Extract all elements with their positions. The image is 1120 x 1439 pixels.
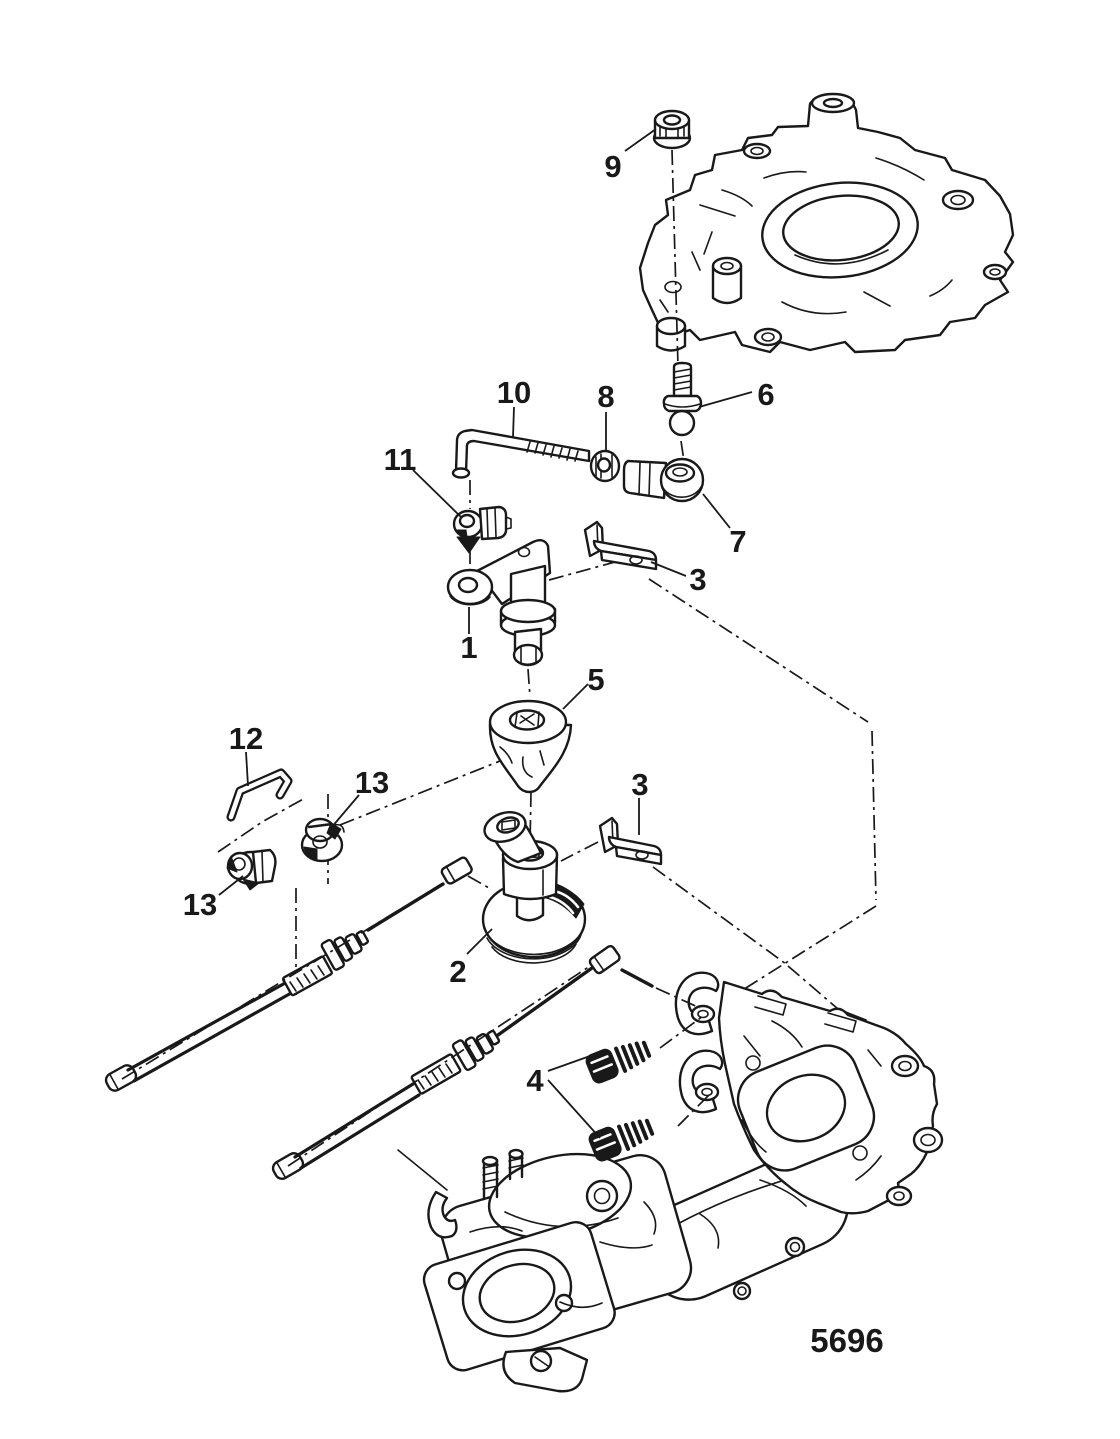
figure-number: 5696 <box>810 1322 883 1359</box>
adapter-plate <box>638 92 1015 354</box>
cable-swivel-11 <box>452 505 512 577</box>
throttle-lever-1 <box>446 539 557 698</box>
callout-8: 8 <box>597 379 614 414</box>
cable-anchor-13-left <box>226 848 277 891</box>
callout-12: 12 <box>229 721 263 756</box>
callout-9: 9 <box>604 149 621 184</box>
wire-link-12 <box>226 768 293 822</box>
callout-2: 2 <box>449 954 466 989</box>
throttle-cable-upper <box>104 856 490 1092</box>
link-rod-10 <box>451 428 591 509</box>
cam-follower-2 <box>481 810 587 964</box>
callout-13-left: 13 <box>183 887 217 922</box>
adjusting-nut-8 <box>589 449 621 483</box>
retainer-clip-3-upper <box>583 520 658 571</box>
callout-7: 7 <box>729 524 746 559</box>
callout-3-lower: 3 <box>631 767 648 802</box>
center-line-9-6 <box>671 149 679 367</box>
ball-joint-7 <box>622 457 705 503</box>
callout-1: 1 <box>460 630 477 665</box>
assembly-center-lines <box>217 558 880 1056</box>
callout-13-right: 13 <box>355 765 389 800</box>
ball-stud-6 <box>662 361 703 462</box>
leader-lines <box>218 128 753 1139</box>
intake-manifold <box>674 971 944 1215</box>
callout-10: 10 <box>497 375 531 410</box>
callout-3-upper: 3 <box>689 562 706 597</box>
retainer-clip-3-lower <box>598 816 663 866</box>
throttle-cam-5 <box>488 699 573 847</box>
callout-labels: 9 10 8 6 11 7 3 1 5 3 12 13 13 2 4 <box>183 149 775 1098</box>
callout-5: 5 <box>587 662 604 697</box>
callout-4: 4 <box>526 1063 544 1098</box>
cable-anchor-13-right <box>300 817 345 863</box>
throttle-cable-lower <box>271 944 701 1180</box>
locknut-9 <box>652 109 692 150</box>
callout-11: 11 <box>384 442 417 477</box>
callout-6: 6 <box>757 377 774 412</box>
